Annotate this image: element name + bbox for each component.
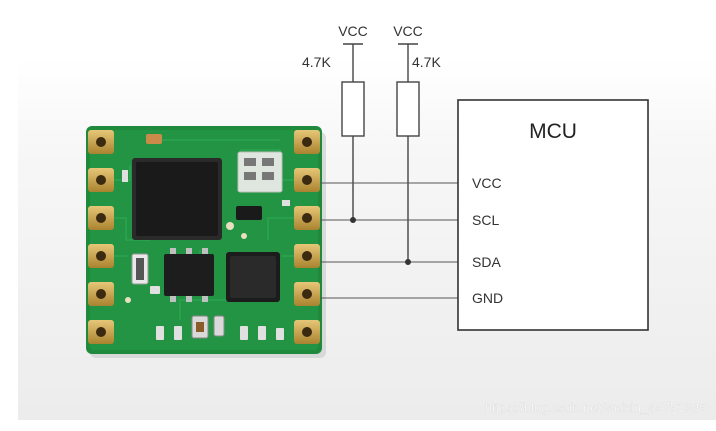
sensor-module-board <box>86 126 326 358</box>
mcu-title: MCU <box>529 120 577 143</box>
vcc-label-right: VCC <box>393 23 423 39</box>
resistor-right <box>396 81 420 137</box>
secondary-chip <box>226 252 280 302</box>
vcc-label-left: VCC <box>338 23 368 39</box>
junction-sda <box>405 259 411 265</box>
watermark-text: https://blog.csdn.net/weixin_45751396 <box>485 400 706 415</box>
left-edge-pads <box>88 130 114 344</box>
resistor-value-right: 4.7K <box>412 54 441 70</box>
small-sensor-chip <box>237 151 283 193</box>
eight-pin-chip <box>164 248 214 302</box>
mcu-pin-gnd: GND <box>472 290 503 306</box>
junction-scl <box>350 217 356 223</box>
mcu-pin-scl: SCL <box>472 212 499 228</box>
smd-components <box>122 134 290 340</box>
resistor-value-left: 4.7K <box>302 54 331 70</box>
bus-wires <box>320 182 460 299</box>
right-edge-pads <box>294 130 320 344</box>
mcu-pin-vcc: VCC <box>472 175 502 191</box>
resistor-left <box>341 81 365 137</box>
main-chip <box>132 158 222 240</box>
pull-up-network <box>341 43 420 262</box>
mcu-pin-sda: SDA <box>472 254 501 270</box>
mcu-box <box>457 99 649 331</box>
